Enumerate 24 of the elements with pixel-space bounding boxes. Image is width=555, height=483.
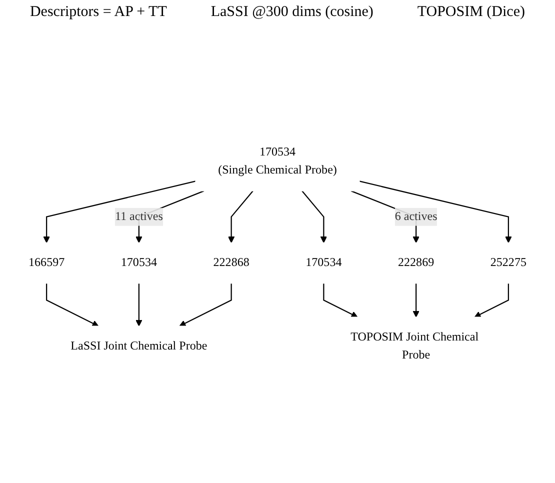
node-text: 170534	[120, 256, 157, 270]
arrow	[43, 180, 196, 244]
arrow	[323, 283, 358, 318]
node-text: 252275	[490, 256, 526, 270]
arrow	[179, 283, 232, 326]
arrow	[474, 283, 509, 318]
node-text: 166597	[28, 256, 65, 270]
node-text: 170534 (Single Chemical Probe)	[218, 146, 337, 177]
edge-label: 6 actives	[394, 210, 438, 223]
annotation-text: LaSSI @300 dims (cosine)	[210, 4, 374, 21]
arrow	[359, 180, 512, 244]
node-text: 170534	[306, 256, 342, 270]
arrow	[136, 283, 142, 326]
node-text: TOPOSIM Joint Chemical Probe	[350, 330, 479, 362]
arrow	[302, 190, 327, 244]
arrow	[46, 283, 99, 326]
node-text: 222869	[398, 256, 434, 270]
node-text: 222868	[213, 256, 250, 270]
arrow	[228, 190, 254, 244]
arrow	[412, 283, 420, 318]
node-text: LaSSI Joint Chemical Probe	[70, 340, 208, 352]
annotation-text: Descriptors = AP + TT	[30, 4, 167, 21]
edge-label: 11 actives	[114, 210, 163, 223]
annotation-text: TOPOSIM (Dice)	[417, 4, 525, 21]
